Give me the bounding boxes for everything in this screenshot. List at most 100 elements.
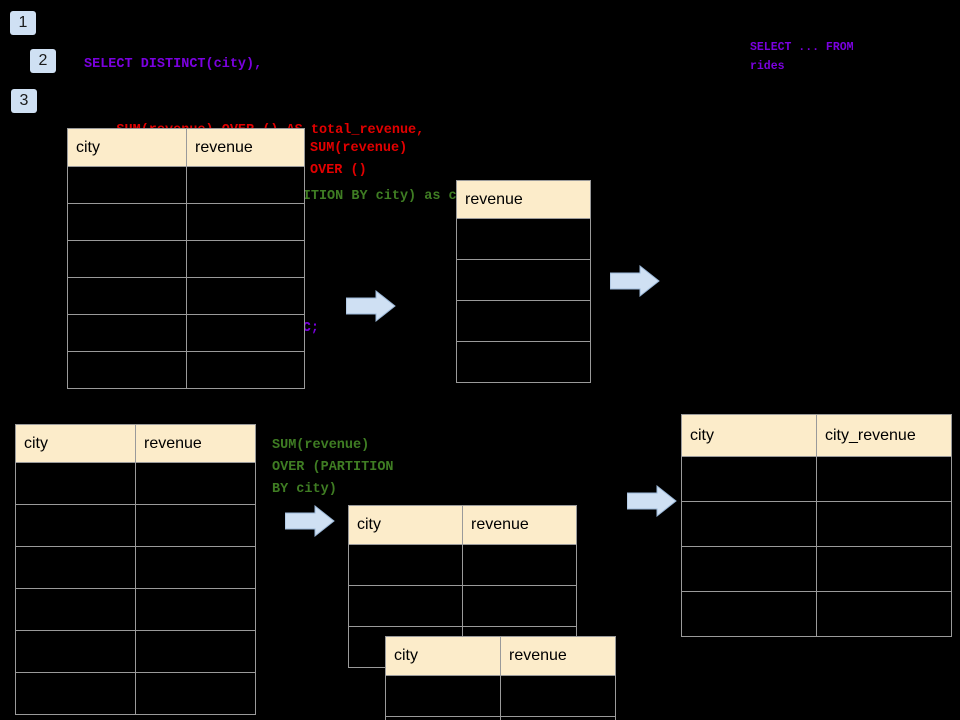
table-row bbox=[348, 585, 577, 627]
table-row bbox=[681, 546, 952, 592]
table-cell bbox=[456, 341, 591, 383]
table-cell bbox=[15, 672, 136, 715]
table-header-row: city revenue bbox=[348, 505, 577, 545]
table-cell bbox=[348, 544, 463, 586]
table-cell bbox=[186, 240, 305, 278]
table-row bbox=[456, 300, 591, 342]
table-cell bbox=[348, 585, 463, 627]
table-cell bbox=[681, 546, 817, 592]
table-cell bbox=[186, 277, 305, 315]
final-result-table: city city_revenue bbox=[681, 414, 952, 637]
table-row bbox=[385, 716, 616, 720]
step-badge-2: 2 bbox=[30, 49, 56, 73]
table-cell bbox=[135, 546, 256, 589]
table-row bbox=[15, 462, 256, 505]
annotation-total-revenue: SUM(revenue) OVER () bbox=[310, 141, 408, 178]
table-row bbox=[681, 591, 952, 637]
table-row bbox=[456, 259, 591, 301]
table-cell bbox=[385, 716, 501, 720]
table-cell bbox=[681, 456, 817, 502]
table-header-row: city revenue bbox=[67, 128, 305, 167]
column-header-city: city bbox=[348, 505, 463, 545]
table-cell bbox=[385, 675, 501, 717]
table-cell bbox=[135, 462, 256, 505]
step-badge-3: 3 bbox=[11, 89, 37, 113]
table-cell bbox=[67, 314, 187, 352]
sql-line-select: SELECT DISTINCT(city), bbox=[84, 57, 263, 72]
table-cell bbox=[67, 166, 187, 204]
table-cell bbox=[456, 300, 591, 342]
arrow-total-to-result bbox=[610, 265, 660, 297]
table-cell bbox=[15, 504, 136, 547]
table-cell bbox=[816, 546, 952, 592]
table-cell bbox=[135, 504, 256, 547]
table-row bbox=[15, 546, 256, 589]
table-row bbox=[15, 630, 256, 673]
table-cell bbox=[456, 259, 591, 301]
table-cell bbox=[462, 585, 577, 627]
table-cell bbox=[500, 716, 616, 720]
annotation-city-revenue: SUM(revenue) OVER (PARTITION BY city) bbox=[272, 438, 394, 497]
table-cell bbox=[681, 591, 817, 637]
table-row bbox=[67, 277, 305, 315]
column-header-city: city bbox=[681, 414, 817, 457]
table-header-row: city city_revenue bbox=[681, 414, 952, 457]
column-header-city-revenue: city_revenue bbox=[816, 414, 952, 457]
table-cell bbox=[186, 314, 305, 352]
table-row bbox=[15, 504, 256, 547]
partition-group-table-back: city revenue bbox=[348, 505, 577, 668]
table-header-row: city revenue bbox=[385, 636, 616, 676]
table-header-row: revenue bbox=[456, 180, 591, 219]
table-row bbox=[67, 240, 305, 278]
column-header-city: city bbox=[67, 128, 187, 167]
arrow-partition-to-result bbox=[627, 485, 677, 517]
column-header-revenue: revenue bbox=[456, 180, 591, 219]
table-row bbox=[456, 218, 591, 260]
table-row bbox=[67, 166, 305, 204]
table-cell bbox=[15, 462, 136, 505]
table-cell bbox=[186, 166, 305, 204]
table-cell bbox=[186, 203, 305, 241]
rides-source-table-partitioned: city revenue bbox=[15, 424, 256, 715]
column-header-revenue: revenue bbox=[500, 636, 616, 676]
table-row bbox=[15, 672, 256, 715]
table-cell bbox=[456, 218, 591, 260]
table-cell bbox=[816, 591, 952, 637]
table-row bbox=[681, 456, 952, 502]
table-cell bbox=[681, 501, 817, 547]
table-cell bbox=[500, 675, 616, 717]
table-cell bbox=[67, 203, 187, 241]
arrow-source-to-partition bbox=[285, 505, 335, 537]
table-row bbox=[67, 203, 305, 241]
table-cell bbox=[15, 588, 136, 631]
table-cell bbox=[816, 501, 952, 547]
column-header-city: city bbox=[385, 636, 501, 676]
table-cell bbox=[462, 544, 577, 586]
table-row bbox=[67, 314, 305, 352]
side-note-select-from-rides: SELECT ... FROM rides bbox=[750, 41, 854, 73]
column-header-revenue: revenue bbox=[186, 128, 305, 167]
table-row bbox=[385, 675, 616, 717]
table-cell bbox=[816, 456, 952, 502]
table-header-row: city revenue bbox=[15, 424, 256, 463]
table-row bbox=[681, 501, 952, 547]
step-badge-1: 1 bbox=[10, 11, 36, 35]
column-header-revenue: revenue bbox=[135, 424, 256, 463]
total-revenue-table: revenue bbox=[456, 180, 591, 383]
table-cell bbox=[15, 546, 136, 589]
column-header-city: city bbox=[15, 424, 136, 463]
arrow-source-to-total bbox=[346, 290, 396, 322]
table-cell bbox=[186, 351, 305, 389]
table-cell bbox=[135, 630, 256, 673]
table-row bbox=[67, 351, 305, 389]
table-row bbox=[348, 544, 577, 586]
column-header-revenue: revenue bbox=[462, 505, 577, 545]
table-cell bbox=[15, 630, 136, 673]
rides-source-table: city revenue bbox=[67, 128, 305, 389]
table-row bbox=[15, 588, 256, 631]
table-cell bbox=[67, 351, 187, 389]
table-row bbox=[456, 341, 591, 383]
table-cell bbox=[67, 277, 187, 315]
table-cell bbox=[135, 588, 256, 631]
